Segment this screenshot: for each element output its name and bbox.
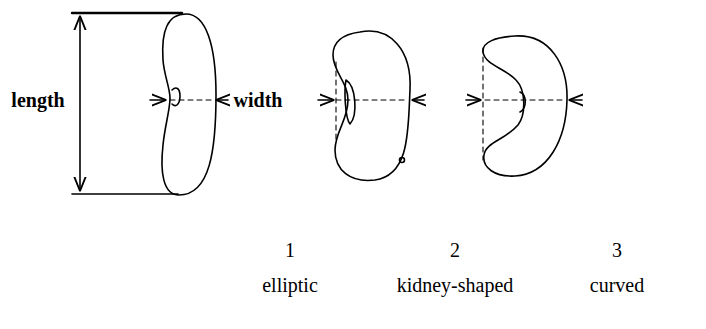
dimension-arrow (569, 99, 582, 101)
dimension-arrow (466, 99, 481, 101)
dimension-arrow (412, 99, 424, 101)
width-line (170, 99, 212, 100)
figure-number: 1 (285, 239, 295, 261)
width-line (336, 99, 408, 100)
kidney-bean (333, 31, 410, 180)
dimension-arrow (318, 99, 334, 101)
dimension-label: length (9, 89, 66, 111)
hilum (345, 80, 355, 124)
curved-bean (483, 36, 567, 176)
extension-line (72, 193, 178, 195)
chord-line (335, 62, 336, 142)
dimension-arrow (216, 99, 228, 101)
shape-name: elliptic (262, 274, 318, 296)
figure-number: 2 (450, 239, 460, 261)
elliptic-bean (162, 14, 216, 195)
width-line (485, 99, 565, 100)
dimension-label: width (232, 89, 285, 111)
dimension-arrow (150, 99, 166, 101)
spot (400, 158, 405, 163)
hilum (520, 92, 525, 112)
shape-name: curved (590, 274, 644, 296)
dimension-line (79, 16, 81, 191)
extension-line (72, 12, 182, 14)
chord-line (482, 48, 483, 160)
hilum (172, 88, 180, 106)
shape-name: kidney-shaped (397, 274, 514, 296)
figure-number: 3 (612, 239, 622, 261)
